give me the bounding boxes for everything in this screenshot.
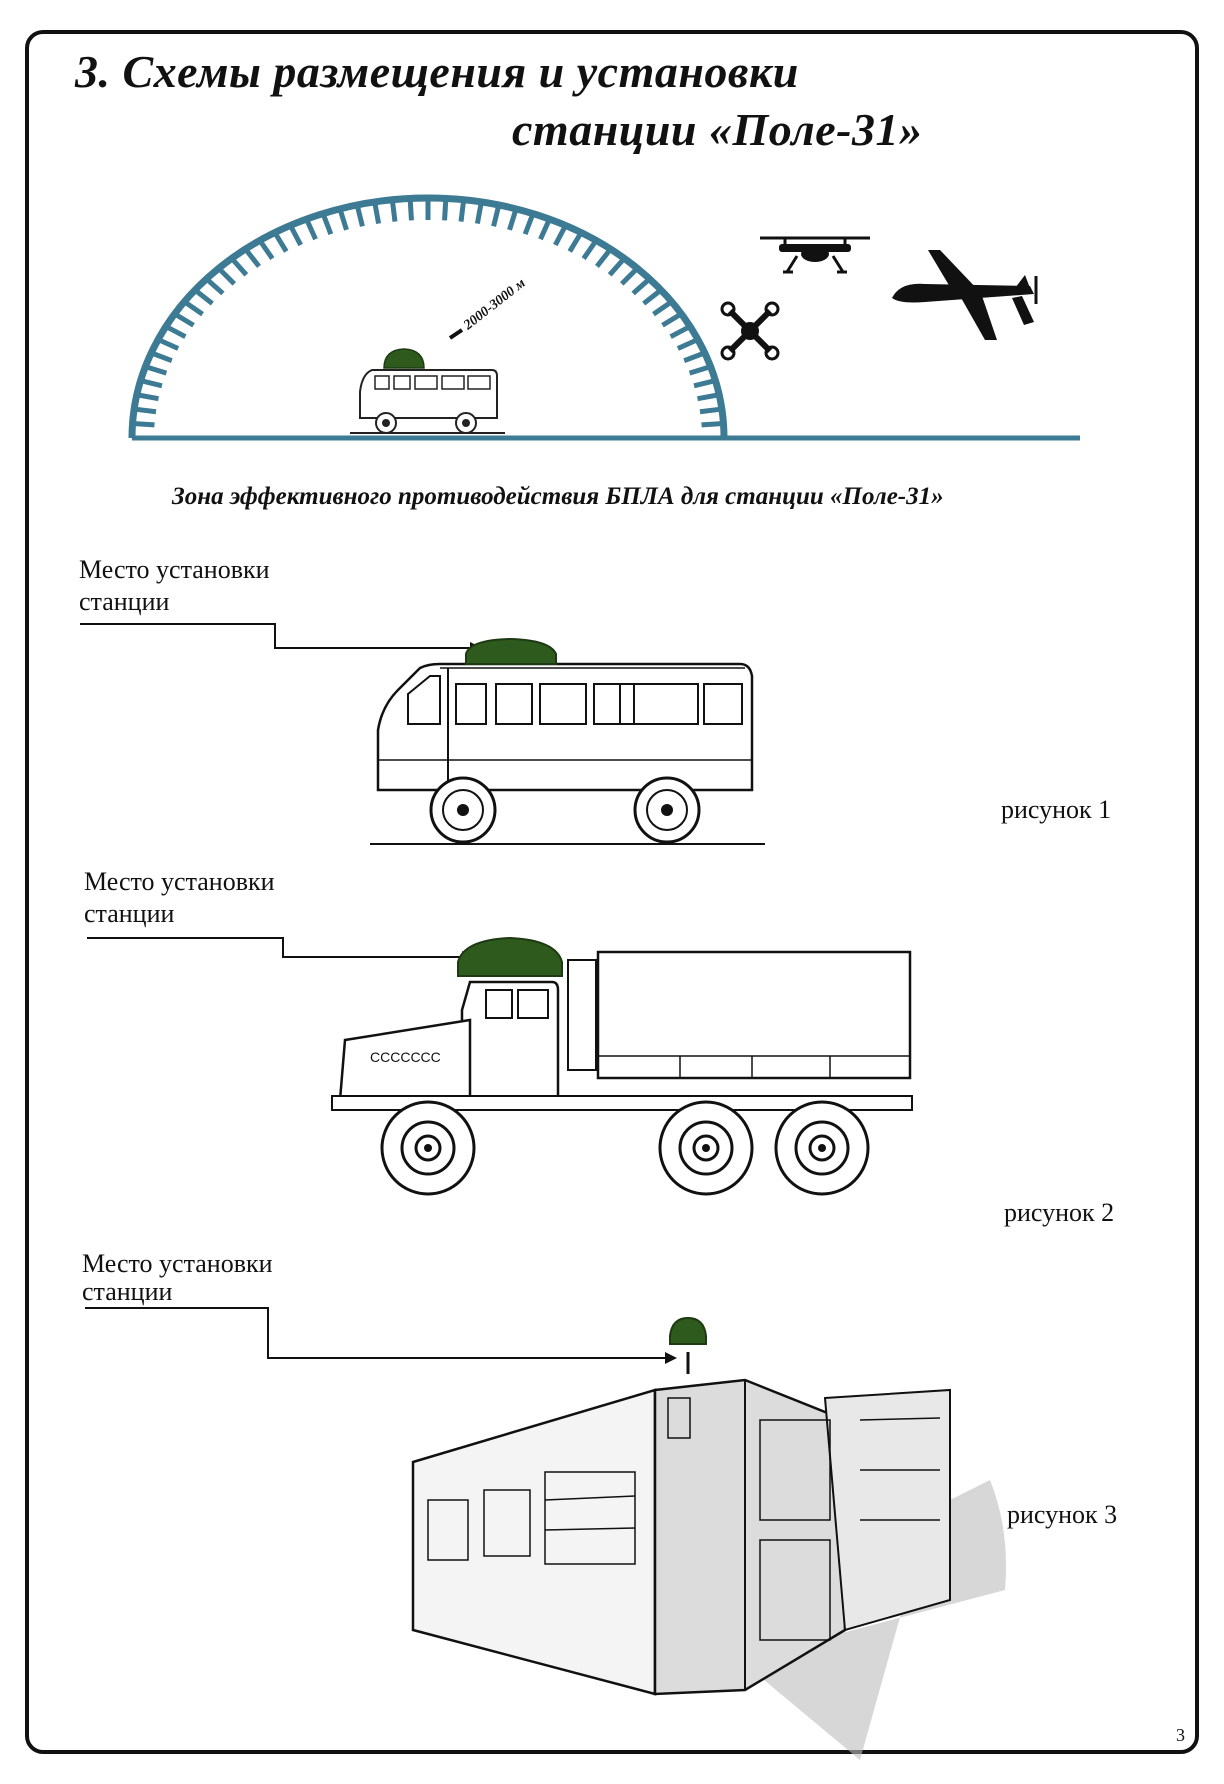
arc-tick <box>595 247 613 268</box>
quadcopter-icon <box>720 301 780 361</box>
arc-tick <box>144 364 168 376</box>
arc-tick <box>204 276 225 296</box>
arc-tick <box>288 224 303 247</box>
arc-tick <box>652 299 674 317</box>
station-dome-1 <box>465 637 557 665</box>
arc-tick <box>272 231 289 253</box>
page-title-line-2: станции «Поле-31» <box>512 104 923 155</box>
multirotor-drone-icon <box>760 236 870 274</box>
coverage-arc-ticks <box>132 198 724 428</box>
distance-arrow <box>448 328 464 340</box>
page-title-line-1: 3. Схемы размещения и установки <box>75 46 799 97</box>
arc-tick <box>243 247 261 268</box>
arc-tick <box>507 208 519 231</box>
distance-label: 2000-3000 м <box>460 276 528 334</box>
location-label-1: Место установки станции <box>79 555 270 616</box>
arc-tick <box>157 337 180 351</box>
arc-tick <box>133 406 157 415</box>
arc-tick <box>474 201 484 225</box>
arc-tick <box>553 224 568 247</box>
pointer-line-2 <box>87 937 462 958</box>
arc-tick <box>693 378 716 389</box>
arc-tick <box>607 256 627 277</box>
arc-tick <box>688 364 712 376</box>
arc-tick <box>491 204 502 227</box>
location-label-3: Место установки станции <box>82 1249 273 1306</box>
station-dome-2 <box>457 936 563 977</box>
arc-tick <box>407 198 414 221</box>
arc-tick <box>304 218 318 241</box>
arc-tick <box>669 324 692 339</box>
arc-tick <box>676 337 699 351</box>
arc-tick <box>697 392 720 402</box>
uaz-van <box>376 637 754 844</box>
arc-tick <box>354 204 365 227</box>
arc-tick <box>389 199 398 222</box>
arc-tick <box>538 218 552 241</box>
arc-tick <box>337 208 349 231</box>
arc-tick <box>173 311 195 328</box>
arc-tick <box>182 299 204 317</box>
van-small <box>350 348 505 434</box>
arc-tick <box>320 212 334 236</box>
location-label-2: Место установки станции <box>84 867 275 928</box>
building <box>411 1316 1006 1760</box>
arc-tick <box>229 256 249 277</box>
figure-label-1: рисунок 1 <box>1001 795 1112 824</box>
arc-tick <box>372 201 382 225</box>
arc-tick <box>140 378 163 389</box>
svg-text:CCCCCCC: CCCCCCC <box>370 1049 441 1065</box>
arc-tick <box>164 324 187 339</box>
arc-tick <box>193 288 214 306</box>
arc-tick <box>619 266 640 286</box>
arc-tick <box>216 266 237 286</box>
arc-tick <box>132 421 155 428</box>
figure-label-3: рисунок 3 <box>1007 1500 1118 1529</box>
figure-label-2: рисунок 2 <box>1004 1198 1115 1227</box>
arc-tick <box>257 239 275 261</box>
pointer-line-1 <box>80 623 470 649</box>
fixed-wing-uav-icon <box>892 250 1038 340</box>
arc-tick <box>699 406 723 415</box>
arc-tick <box>458 199 467 222</box>
arc-tick <box>701 421 724 428</box>
coverage-zone-diagram: 2000-3000 м <box>128 194 1080 441</box>
figure-2-illustration: CCCCCCC <box>87 936 913 1196</box>
arc-tick <box>581 239 599 261</box>
figure-1-illustration <box>80 623 765 845</box>
arc-tick <box>442 198 449 221</box>
arc-tick <box>683 350 706 364</box>
arc-tick <box>642 288 663 306</box>
arc-tick <box>522 212 536 236</box>
figure-3-illustration <box>85 1307 1006 1760</box>
page-number: 3 <box>1176 1725 1185 1745</box>
arc-tick <box>631 276 652 296</box>
arc-tick <box>150 350 173 364</box>
station-dome-3 <box>669 1316 707 1345</box>
station-dome-small <box>383 348 425 369</box>
arc-tick <box>661 311 683 328</box>
ural-truck: CCCCCCC <box>331 936 913 1196</box>
arc-tick <box>567 231 584 253</box>
arc-tick <box>136 392 159 402</box>
zone-caption: Зона эффективного противодействия БПЛА д… <box>172 483 944 510</box>
pointer-line-3 <box>85 1307 665 1359</box>
